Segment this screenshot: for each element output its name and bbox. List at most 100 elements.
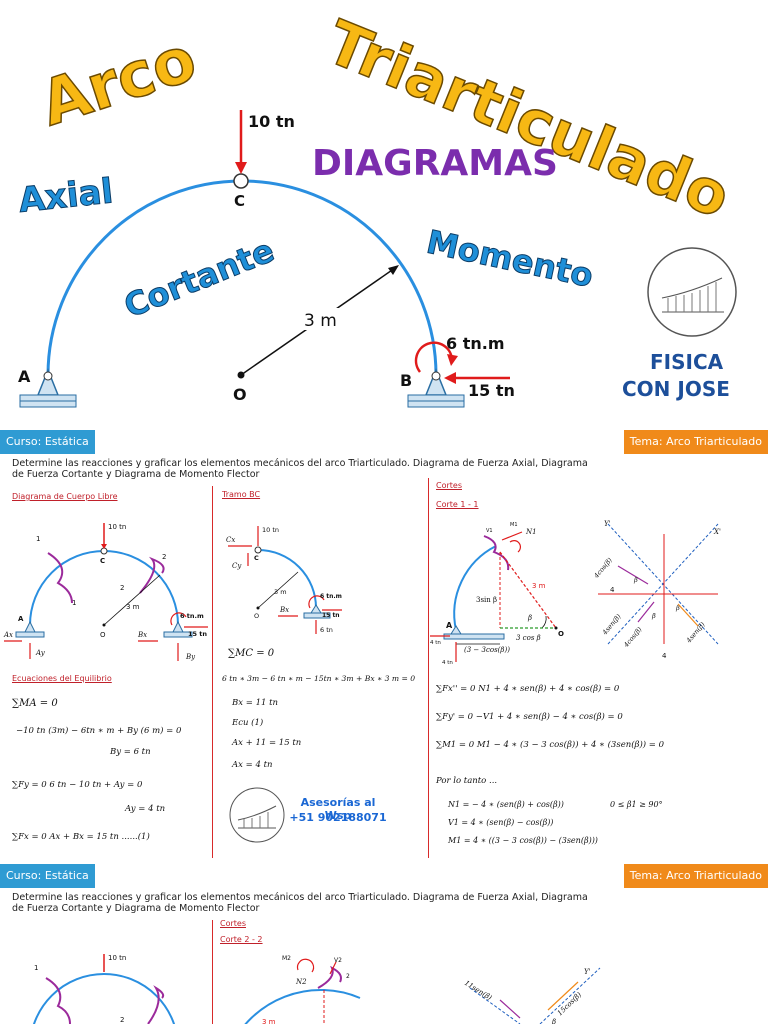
svg-text:X': X' [713, 528, 721, 536]
svg-text:6 tn: 6 tn [320, 626, 333, 634]
cover-force-label: 15 tn [468, 381, 515, 400]
svg-text:M1: M1 [510, 522, 518, 528]
svg-text:4cos(β): 4cos(β) [592, 556, 614, 581]
svg-text:Cy: Cy [232, 562, 242, 570]
svg-text:4sen(β): 4sen(β) [600, 612, 623, 637]
svg-text:A: A [18, 615, 24, 623]
slide2-intro: Determine las reacciones y graficar los … [12, 892, 588, 914]
cover-hinge-c [233, 173, 249, 189]
svg-text:2: 2 [162, 553, 166, 561]
cover-radius-label: 3 m [304, 311, 337, 331]
slide1-eq-6: ∑Fx = 0 Ax + Bx = 15 tn ......(1) [12, 832, 150, 842]
svg-text:10 tn: 10 tn [108, 523, 126, 531]
slide2-topic-chip: Tema: Arco Triarticulado [623, 864, 768, 888]
cover-word-cortante: Cortante [119, 231, 280, 325]
slide1-c1-eq-5b: 0 ≤ β1 ≥ 90° [610, 800, 663, 809]
svg-text:N1: N1 [525, 528, 537, 536]
svg-text:2: 2 [120, 1016, 124, 1024]
cover-node-c: C [234, 192, 245, 210]
slide1-bc-diagram: 10 tn Cx Cy C 3 m O 6 tn.m 15 tn Bx 6 tn [226, 526, 342, 634]
slide2-diagrams: 10 tn 1 2 M2 N2 V2 2 3 m 11sen(β) 15cos(… [33, 954, 601, 1024]
slide1-header: Curso: Estática Tema: Arco Triarticulado [0, 430, 768, 454]
svg-text:6 tn.m: 6 tn.m [180, 612, 204, 620]
brand-name-line2: CON JOSE [622, 377, 730, 401]
svg-text:A: A [446, 621, 453, 630]
cover-illustration: Arco Triarticulado DIAGRAMAS Axial Corta… [16, 7, 740, 408]
svg-text:2: 2 [120, 584, 124, 592]
slide1-c1-eq-2: ∑Fy' = 0 −V1 + 4 ∗ sen(β) − 4 ∗ cos(β) =… [436, 712, 623, 722]
svg-text:15cos(β): 15cos(β) [556, 991, 583, 1018]
svg-text:3 m: 3 m [274, 588, 287, 596]
svg-text:β: β [651, 612, 656, 620]
slide1-eq-3: By = 6 tn [110, 747, 151, 757]
svg-text:4 tn: 4 tn [442, 660, 453, 666]
slide1-divider-2 [428, 478, 429, 858]
slide1-corte1-diagram: N1 M1 V1 3 m β 3sin β A O 3 cos β (3 − 3… [430, 522, 564, 666]
cover-support-a [19, 367, 77, 408]
slide1-divider-1 [212, 486, 213, 858]
slide1-bc-title: Tramo BC [222, 490, 261, 499]
slide1-eq-title: Ecuaciones del Equilibrio [12, 674, 112, 683]
svg-text:V2: V2 [334, 957, 342, 964]
cover-load-label: 10 tn [248, 112, 295, 131]
slide1-bc-eq-1: ∑MC = 0 [228, 648, 275, 659]
svg-text:15 tn: 15 tn [322, 612, 340, 619]
slide1-rotated-axes: Y' X' 4cos(β) β 4 4sen(β) 4cos(β) 4sen(β… [592, 520, 721, 660]
brand-logo [647, 247, 737, 337]
svg-text:3 m: 3 m [532, 582, 546, 590]
slide1-eq-5: Ay = 4 tn [125, 804, 166, 814]
slide1-c1-eq-6: V1 = 4 ∗ (sen(β) − cos(β)) [448, 818, 554, 827]
slide2-divider [212, 920, 213, 1024]
svg-text:C: C [254, 554, 259, 562]
slide1-corte1-title: Corte 1 - 1 [436, 500, 479, 509]
cover-word-axial: Axial [17, 171, 115, 221]
cover-support-b [407, 367, 465, 408]
cover-radius-arrow-head [388, 265, 399, 275]
slide1-adv-line1: Asesorías al Wsp [300, 796, 376, 822]
cover-word-momento: Momento [423, 223, 596, 295]
svg-text:Ax: Ax [3, 631, 13, 639]
slide1-intro: Determine las reacciones y graficar los … [12, 458, 588, 480]
svg-text:4: 4 [610, 586, 615, 594]
slide1-c1-eq-1: ∑Fx'' = 0 N1 + 4 ∗ sen(β) + 4 ∗ cos(β) =… [436, 684, 620, 694]
slide1-course-chip: Curso: Estática [0, 430, 95, 454]
svg-text:4 tn: 4 tn [430, 640, 441, 646]
svg-text:3 m: 3 m [262, 1018, 276, 1024]
slide2-corte2-title: Corte 2 - 2 [220, 935, 263, 944]
slide1-eq-4: ∑Fy = 0 6 tn − 10 tn + Ay = 0 [12, 780, 143, 790]
svg-text:Y': Y' [604, 520, 611, 528]
svg-text:Bx: Bx [137, 631, 147, 639]
cover-node-a: A [18, 367, 31, 386]
slide1-dcl-diagram: 10 tn C 1 2 1 2 3 m O A 6 tn.m 15 tn Ax … [3, 523, 208, 661]
svg-text:6 tn.m: 6 tn.m [320, 593, 342, 600]
cover-moment-arrow [414, 341, 454, 373]
svg-text:O: O [100, 631, 106, 639]
slide1-bc-eq-6: Ax = 4 tn [232, 760, 273, 770]
slide2-cortes-title: Cortes [220, 919, 246, 928]
svg-text:Cx: Cx [226, 536, 235, 544]
slide1-topic-chip: Tema: Arco Triarticulado [623, 430, 768, 454]
slide1-logo [229, 787, 285, 843]
cover-moment-label: 6 tn.m [446, 334, 505, 353]
slide1-eq-2: −10 tn (3m) − 6tn ∗ m + By (6 m) = 0 [16, 726, 182, 736]
svg-text:4cos(β): 4cos(β) [621, 625, 643, 650]
slide1-c1-eq-3: ∑M1 = 0 M1 − 4 ∗ (3 − 3 cos(β)) + 4 ∗ (3… [436, 740, 665, 750]
svg-text:3 m: 3 m [126, 603, 140, 611]
slide1-adv-line2: +51 902188071 [289, 811, 387, 824]
slide1-bc-eq-3: Bx = 11 tn [232, 698, 278, 708]
slide2-course-chip: Curso: Estática [0, 864, 95, 888]
cover-title-triarticulado: Triarticulado [317, 8, 739, 233]
svg-text:β: β [527, 614, 532, 622]
svg-text:Ay: Ay [35, 649, 46, 657]
svg-text:Bx: Bx [279, 606, 289, 614]
svg-text:β: β [551, 1018, 556, 1024]
svg-text:C: C [100, 557, 105, 565]
svg-text:11sen(β): 11sen(β) [463, 979, 493, 1002]
slide1-c1-eq-4: Por lo tanto ... [436, 776, 498, 786]
svg-text:β: β [675, 604, 680, 612]
svg-text:O: O [254, 612, 259, 620]
brand-name-line1: FISICA [650, 350, 724, 374]
slide1-cortes-title: Cortes [436, 481, 462, 490]
slide1-dcl-title: Diagrama de Cuerpo Libre [12, 492, 118, 501]
cover-force-arrow-head [444, 372, 456, 384]
